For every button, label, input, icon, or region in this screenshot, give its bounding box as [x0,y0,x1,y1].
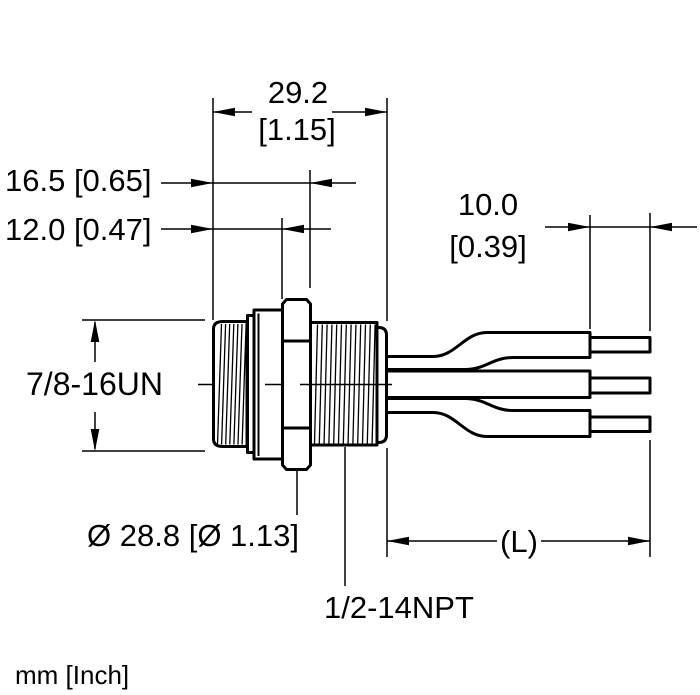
dim-total-length-inch: [1.15] [258,112,336,147]
wire-length-label: (L) [500,524,538,559]
units-note: mm [Inch] [15,660,129,690]
hex-facet-lines [282,339,311,430]
wire-middle [382,369,592,399]
front-thread-hatching [216,323,247,445]
wire-middle-stripped-tip [588,376,652,395]
wire-top [382,331,592,371]
dim-strip-inch: [0.39] [449,229,527,264]
wire-top-stripped-tip [588,336,652,354]
front-thread-label: 7/8-16UN [26,366,163,402]
dim-total-length-mm: 29.2 [268,75,328,110]
arrowheads-strip [568,222,672,232]
dim-strip-mm: 10.0 [458,187,518,222]
rear-thread-label: 1/2-14NPT [324,590,474,625]
hex-diameter-label: Ø 28.8 [Ø 1.13] [87,518,299,553]
dim-to-hex-rear: 16.5 [0.65] [5,163,152,198]
dim-to-hex-front: 12.0 [0.47] [5,212,152,247]
wire-bottom-stripped-tip [588,415,652,433]
wire-bottom [382,397,592,438]
